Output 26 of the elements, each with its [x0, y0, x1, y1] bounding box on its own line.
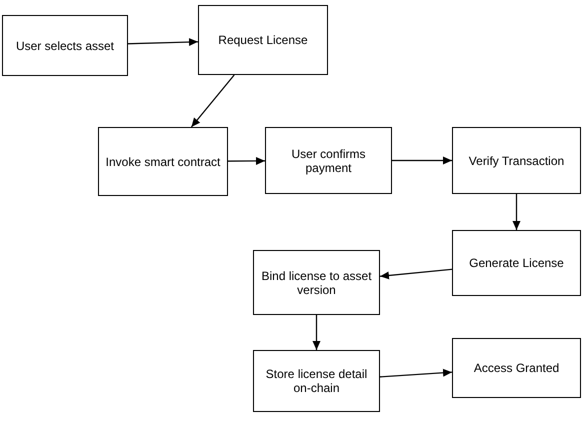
process-box: [265, 127, 392, 194]
process-box: [2, 15, 128, 76]
box-label: Verify Transaction: [468, 154, 564, 168]
process-box: [198, 5, 328, 75]
process-box: [452, 338, 581, 398]
box-label: Bind license to asset version: [260, 268, 373, 296]
box-label: User confirms payment: [290, 146, 366, 174]
box-label: Invoke smart contract: [106, 154, 220, 168]
arrow: [392, 156, 452, 164]
process-box: [452, 230, 581, 296]
arrow: [380, 268, 452, 280]
box-label: Access Granted: [474, 361, 560, 375]
process-box: [253, 350, 380, 412]
box-label: Store license detail on-chain: [264, 367, 368, 395]
process-box: [452, 127, 581, 194]
arrow: [128, 38, 198, 46]
process-box: [98, 127, 228, 196]
box-label: User selects asset: [16, 38, 114, 52]
arrow: [312, 315, 320, 350]
arrow: [190, 74, 235, 128]
arrow: [380, 368, 452, 378]
process-box: [253, 250, 380, 315]
arrow: [228, 156, 265, 165]
arrow: [512, 194, 520, 230]
box-label: Request License: [218, 33, 308, 47]
box-label: Generate License: [469, 256, 564, 270]
